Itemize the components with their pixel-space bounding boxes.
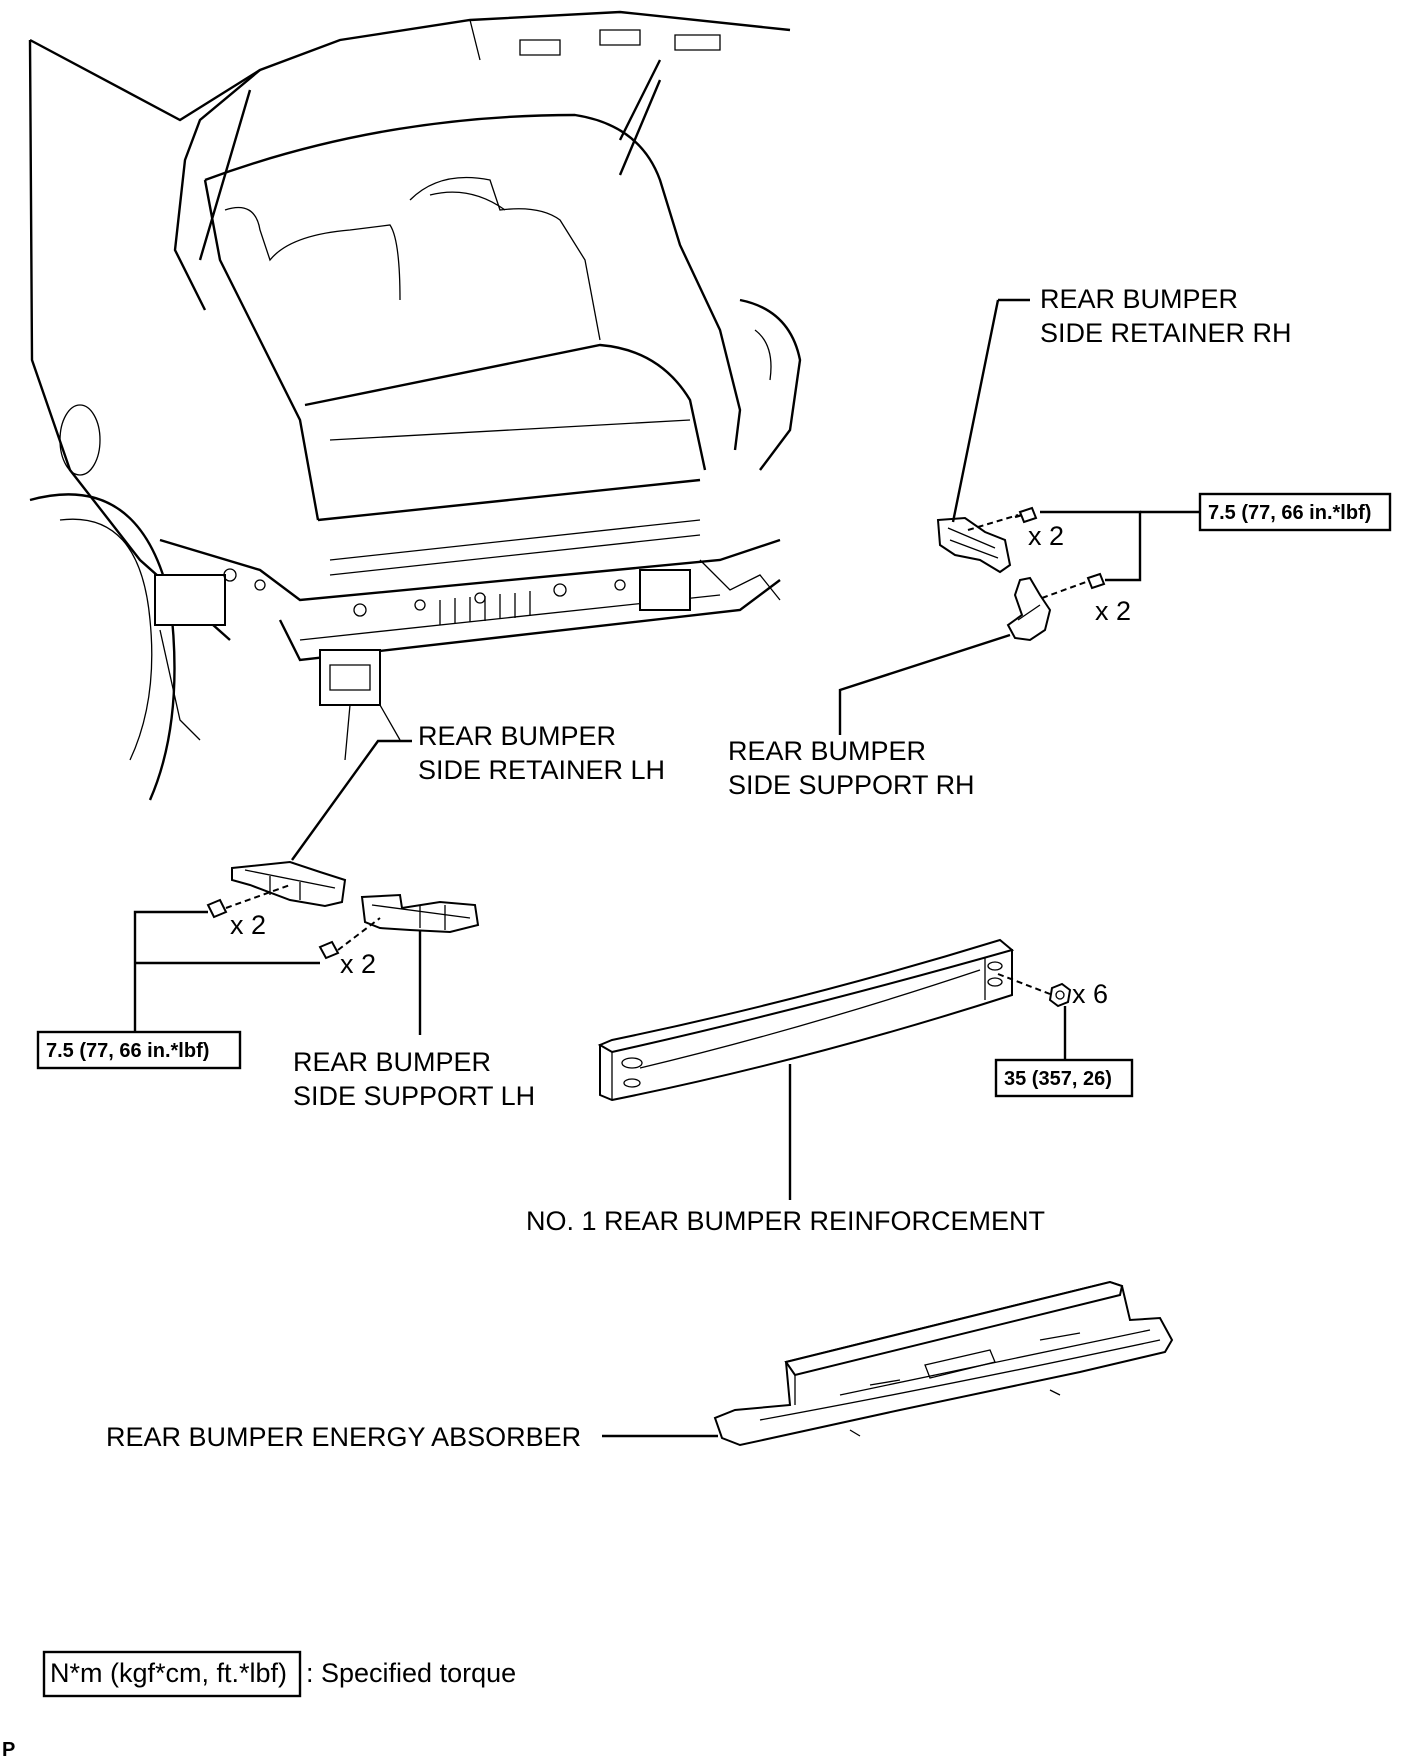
absorber-label: REAR BUMPER ENERGY ABSORBER (106, 1422, 581, 1452)
rh-support-label-line2: SIDE SUPPORT RH (728, 770, 975, 800)
legend-unit: N*m (kgf*cm, ft.*lbf) (50, 1658, 287, 1688)
rh-torque-value: 7.5 (77, 66 in.*lbf) (1208, 502, 1371, 524)
legend-torque-box (42, 1650, 302, 1698)
rh-torque-box (1198, 492, 1392, 532)
rh-retainer-label-line1: REAR BUMPER (1040, 284, 1238, 314)
lh-support-bolt-icon (318, 940, 340, 960)
reinforcement-torque-box (994, 1058, 1134, 1098)
reinforcement-nut-qty: x 6 (1072, 979, 1108, 1009)
rh-retainer-bolt-icon (1014, 506, 1038, 524)
lh-support-label-line1: REAR BUMPER (293, 1047, 491, 1077)
rh-side-retainer-part (936, 516, 1012, 574)
corner-mark: P (2, 1739, 15, 1761)
lh-side-retainer-part (231, 860, 347, 908)
lh-support-label-line2: SIDE SUPPORT LH (293, 1081, 535, 1111)
legend-description: : Specified torque (306, 1658, 516, 1688)
vehicle-rear-illustration (28, 10, 802, 801)
lh-retainer-bolt-icon (206, 898, 228, 919)
lh-support-bolt-qty: x 2 (340, 949, 376, 979)
reinforcement-nut-icon (1048, 982, 1072, 1008)
lh-retainer-bolt-qty: x 2 (230, 910, 266, 940)
rh-side-support-part (1006, 576, 1052, 642)
lh-torque-box (36, 1030, 242, 1070)
lh-side-support-part (360, 893, 480, 934)
rh-support-bolt-icon (1086, 572, 1106, 590)
lh-retainer-label-line1: REAR BUMPER (418, 721, 616, 751)
reinforcement-torque-value: 35 (357, 26) (1004, 1068, 1112, 1090)
reinforcement-label: NO. 1 REAR BUMPER REINFORCEMENT (526, 1206, 1045, 1236)
reinforcement-part (597, 938, 1015, 1102)
lh-torque-value: 7.5 (77, 66 in.*lbf) (46, 1040, 209, 1062)
lh-retainer-label-line2: SIDE RETAINER LH (418, 755, 665, 785)
rh-retainer-label-line2: SIDE RETAINER RH (1040, 318, 1292, 348)
rh-retainer-bolt-qty: x 2 (1028, 521, 1064, 551)
rh-support-label-line1: REAR BUMPER (728, 736, 926, 766)
rh-support-bolt-qty: x 2 (1095, 596, 1131, 626)
energy-absorber-part (713, 1280, 1174, 1447)
